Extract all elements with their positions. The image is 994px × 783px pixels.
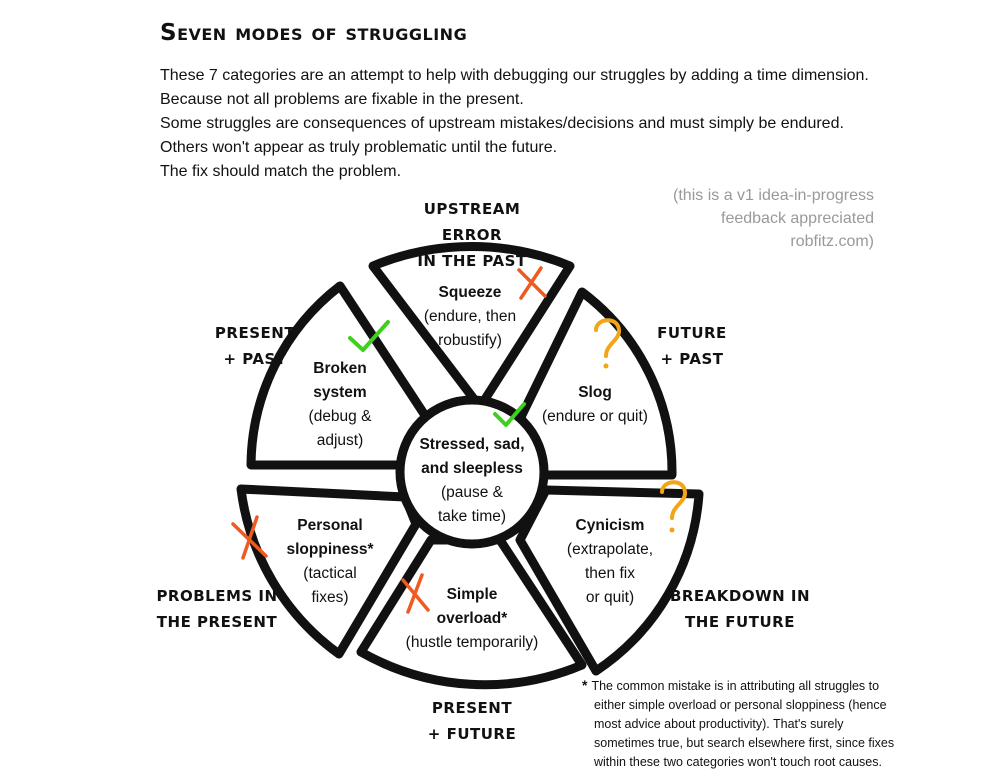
intro-line: Some struggles are consequences of upstr… <box>160 115 844 132</box>
direction-present-past: PRESENT + PAST <box>214 324 296 368</box>
segment-broken-system: Broken system (debug & adjust) <box>308 360 372 449</box>
intro-line: Because not all problems are fixable in … <box>160 91 524 108</box>
intro-text: These 7 categories are an attempt to hel… <box>160 64 920 184</box>
note-line: feedback appreciated <box>721 210 874 227</box>
segment-stressed-sad-sleepless: Stressed, sad, and sleepless (pause & ta… <box>419 436 525 525</box>
check-mark-icon <box>493 402 526 427</box>
segment-center-outline <box>395 395 549 549</box>
direction-upstream-past: UPSTREAM ERROR IN THE PAST <box>417 200 527 270</box>
question-dot-icon <box>669 527 675 533</box>
footnote-line: sometimes true, but search elsewhere fir… <box>594 736 895 750</box>
footnote: *The common mistake is in attributing al… <box>582 676 912 772</box>
segment-cynicism-outline <box>515 485 704 676</box>
intro-line: These 7 categories are an attempt to hel… <box>160 67 869 84</box>
segment-squeeze: Squeeze (endure, then robustify) <box>423 284 517 349</box>
cross-mark-icon <box>231 515 268 560</box>
version-note: (this is a v1 idea-in-progress feedback … <box>673 184 874 253</box>
page-title: Seven modes of struggling <box>160 20 468 46</box>
footnote-line: *The common mistake is in attributing al… <box>582 677 880 693</box>
direction-breakdown-future: BREAKDOWN IN THE FUTURE <box>669 587 811 631</box>
footnote-line: either simple overload or personal slopp… <box>594 698 887 712</box>
direction-present-future: PRESENT + FUTURE <box>427 699 517 743</box>
question-mark-icon <box>594 318 621 358</box>
direction-problems-present: PROBLEMS IN THE PRESENT <box>156 587 278 631</box>
segment-personal-sloppiness: Personal sloppiness* (tactical fixes) <box>286 517 374 606</box>
check-mark-icon <box>348 320 390 352</box>
question-mark-icon <box>660 480 687 520</box>
footnote-line: within these two categories won't touch … <box>594 755 882 769</box>
footnote-line: most advice about productivity). That's … <box>594 717 844 731</box>
footnote-star: * <box>582 677 588 693</box>
segment-simple-overload: Simple overload* (hustle temporarily) <box>405 586 539 651</box>
segment-slog-outline <box>516 287 677 480</box>
cross-mark-icon <box>401 573 430 614</box>
segment-overload-outline <box>356 535 587 690</box>
question-dot-icon <box>603 363 609 369</box>
direction-future-past: FUTURE + PAST <box>657 324 727 368</box>
note-line: robfitz.com) <box>790 233 874 250</box>
intro-line: Others won't appear as truly problematic… <box>160 139 558 156</box>
segment-slog: Slog (endure or quit) <box>542 384 648 425</box>
segment-personal-outline <box>236 484 421 659</box>
note-line: (this is a v1 idea-in-progress <box>673 187 874 204</box>
segment-squeeze-outline <box>368 241 575 412</box>
segment-broken-outline <box>246 281 433 470</box>
intro-line: The fix should match the problem. <box>160 163 402 180</box>
segment-cynicism: Cynicism (extrapolate, then fix or quit) <box>566 517 654 606</box>
cross-mark-icon <box>517 266 547 300</box>
